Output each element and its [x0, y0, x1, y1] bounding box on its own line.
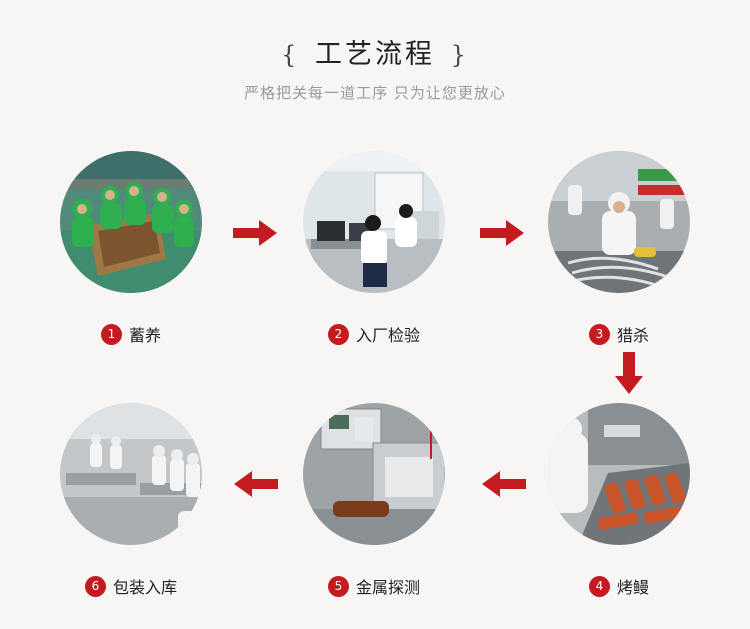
arrow-right-icon [233, 220, 277, 246]
step-number-badge: 3 [588, 323, 610, 345]
arrow-right-icon [480, 220, 524, 246]
title-text: 工艺流程 [315, 39, 435, 70]
step-1-text: 蓄养 [128, 326, 161, 345]
title-brace-right: } [450, 41, 469, 69]
step-number-badge: 5 [327, 575, 349, 597]
page-title: { 工艺流程 } [0, 38, 750, 72]
step-number-badge: 2 [327, 323, 349, 345]
step-2-label: 2 入厂检验 [289, 322, 459, 346]
step-5-photo [303, 403, 445, 545]
arrow-down-icon [615, 352, 643, 394]
step-1-photo [60, 151, 202, 293]
step-number-badge: 6 [84, 575, 106, 597]
step-number-badge: 4 [588, 575, 610, 597]
arrow-left-icon [482, 471, 526, 497]
step-4-label: 4 烤鳗 [534, 574, 704, 598]
step-5-label: 5 金属探测 [289, 574, 459, 598]
arrow-left-icon [234, 471, 278, 497]
step-4-photo [548, 403, 690, 545]
step-3-photo [548, 151, 690, 293]
page-subtitle: 严格把关每一道工序 只为让您更放心 [244, 84, 506, 102]
title-brace-left: { [281, 41, 300, 69]
step-2-text: 入厂检验 [355, 326, 420, 345]
step-3-label: 3 猎杀 [534, 322, 704, 346]
step-3-text: 猎杀 [616, 326, 649, 345]
step-2-photo [303, 151, 445, 293]
step-number-badge: 1 [100, 323, 122, 345]
step-5-text: 金属探测 [355, 578, 420, 597]
step-6-label: 6 包装入库 [46, 574, 216, 598]
header: { 工艺流程 } 严格把关每一道工序 只为让您更放心 [0, 38, 750, 103]
step-6-photo [60, 403, 202, 545]
step-1-label: 1 蓄养 [46, 322, 216, 346]
step-4-text: 烤鳗 [616, 578, 649, 597]
step-6-text: 包装入库 [112, 578, 177, 597]
